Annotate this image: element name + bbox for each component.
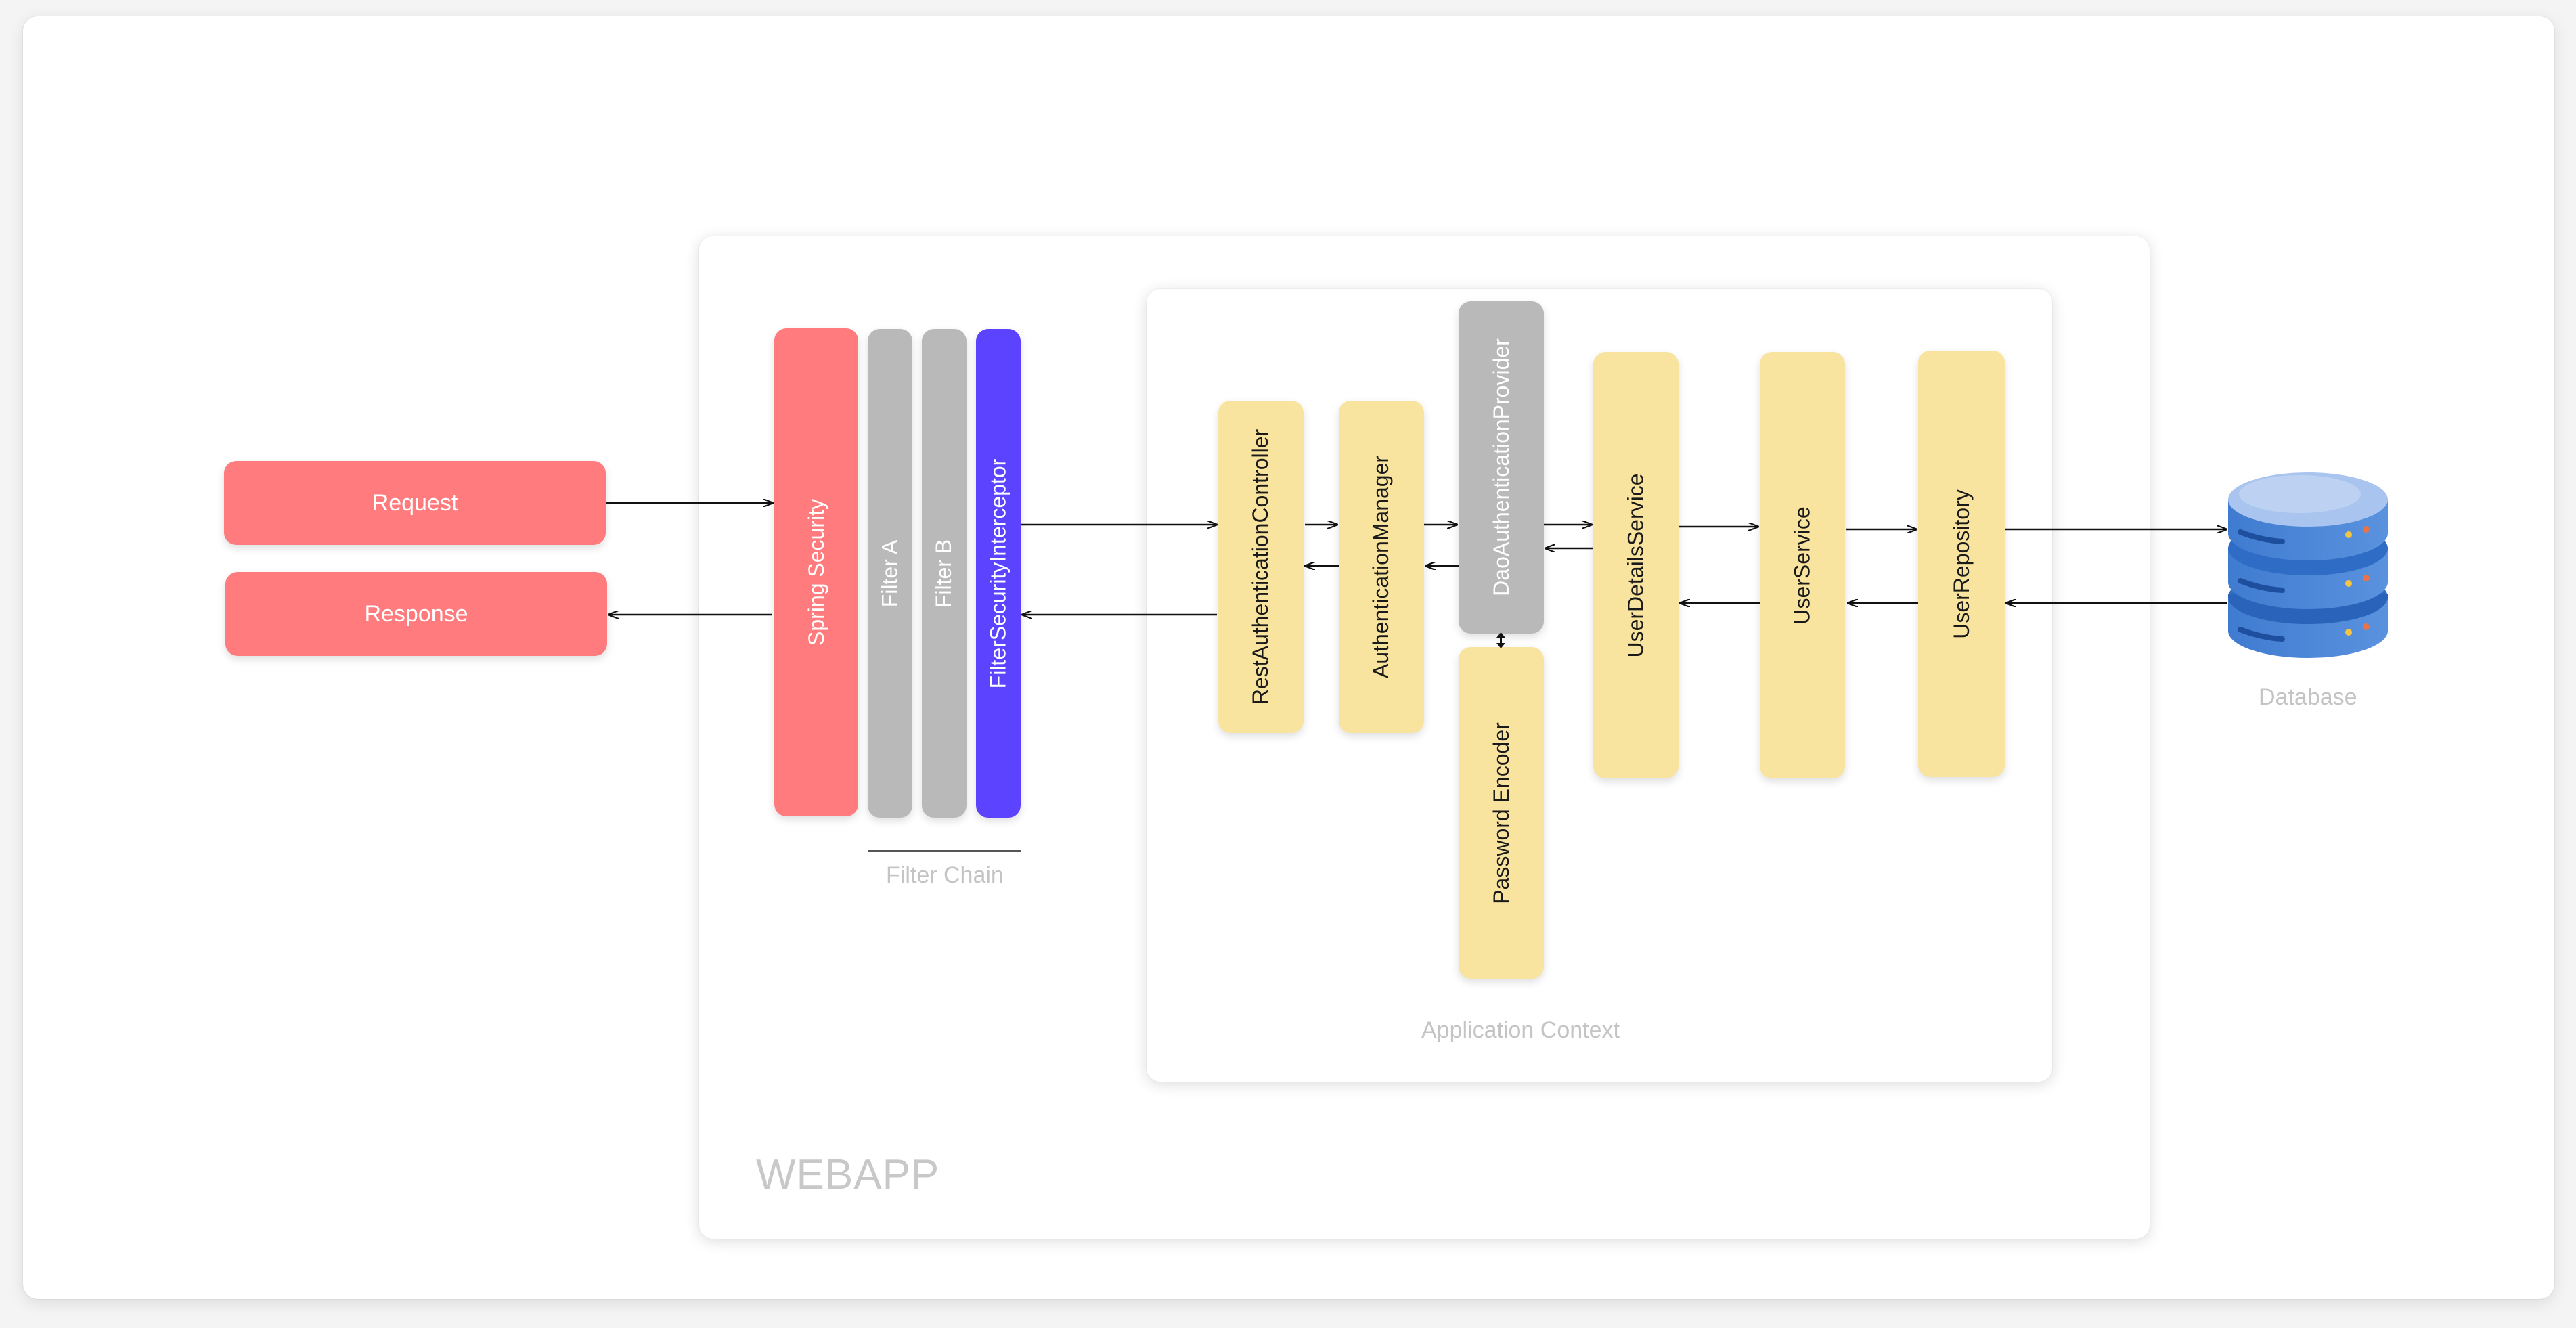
filter-chain-caption: Filter Chain: [886, 862, 1004, 888]
response-box: Response: [225, 572, 607, 656]
request-label: Request: [372, 489, 458, 516]
spring-security-box: Spring Security: [774, 328, 858, 816]
database-caption: Database: [2259, 684, 2357, 710]
filter-security-interceptor-box: FilterSecurityInterceptor: [976, 329, 1021, 818]
arrow-provider-password-encoder: [1496, 632, 1505, 648]
request-box: Request: [224, 461, 606, 545]
application-context-caption: Application Context: [1421, 1017, 1620, 1043]
database-icon: [2228, 472, 2388, 658]
filter-a-box: Filter A: [868, 329, 912, 818]
filter-chain-bracket: [868, 850, 1021, 852]
response-label: Response: [364, 600, 468, 627]
rest-authentication-controller-box: RestAuthenticationController: [1218, 401, 1304, 733]
user-service-box: UserService: [1760, 352, 1845, 778]
webapp-title: WEBAPP: [756, 1151, 940, 1198]
filter-b-box: Filter B: [922, 329, 967, 818]
dao-authentication-provider-box: DaoAuthenticationProvider: [1459, 301, 1544, 634]
authentication-manager-box: AuthenticationManager: [1339, 401, 1424, 733]
user-details-service-box: UserDetailsService: [1593, 352, 1679, 778]
user-repository-box: UserRepository: [1918, 351, 2005, 777]
password-encoder-box: Password Encoder: [1459, 647, 1544, 979]
